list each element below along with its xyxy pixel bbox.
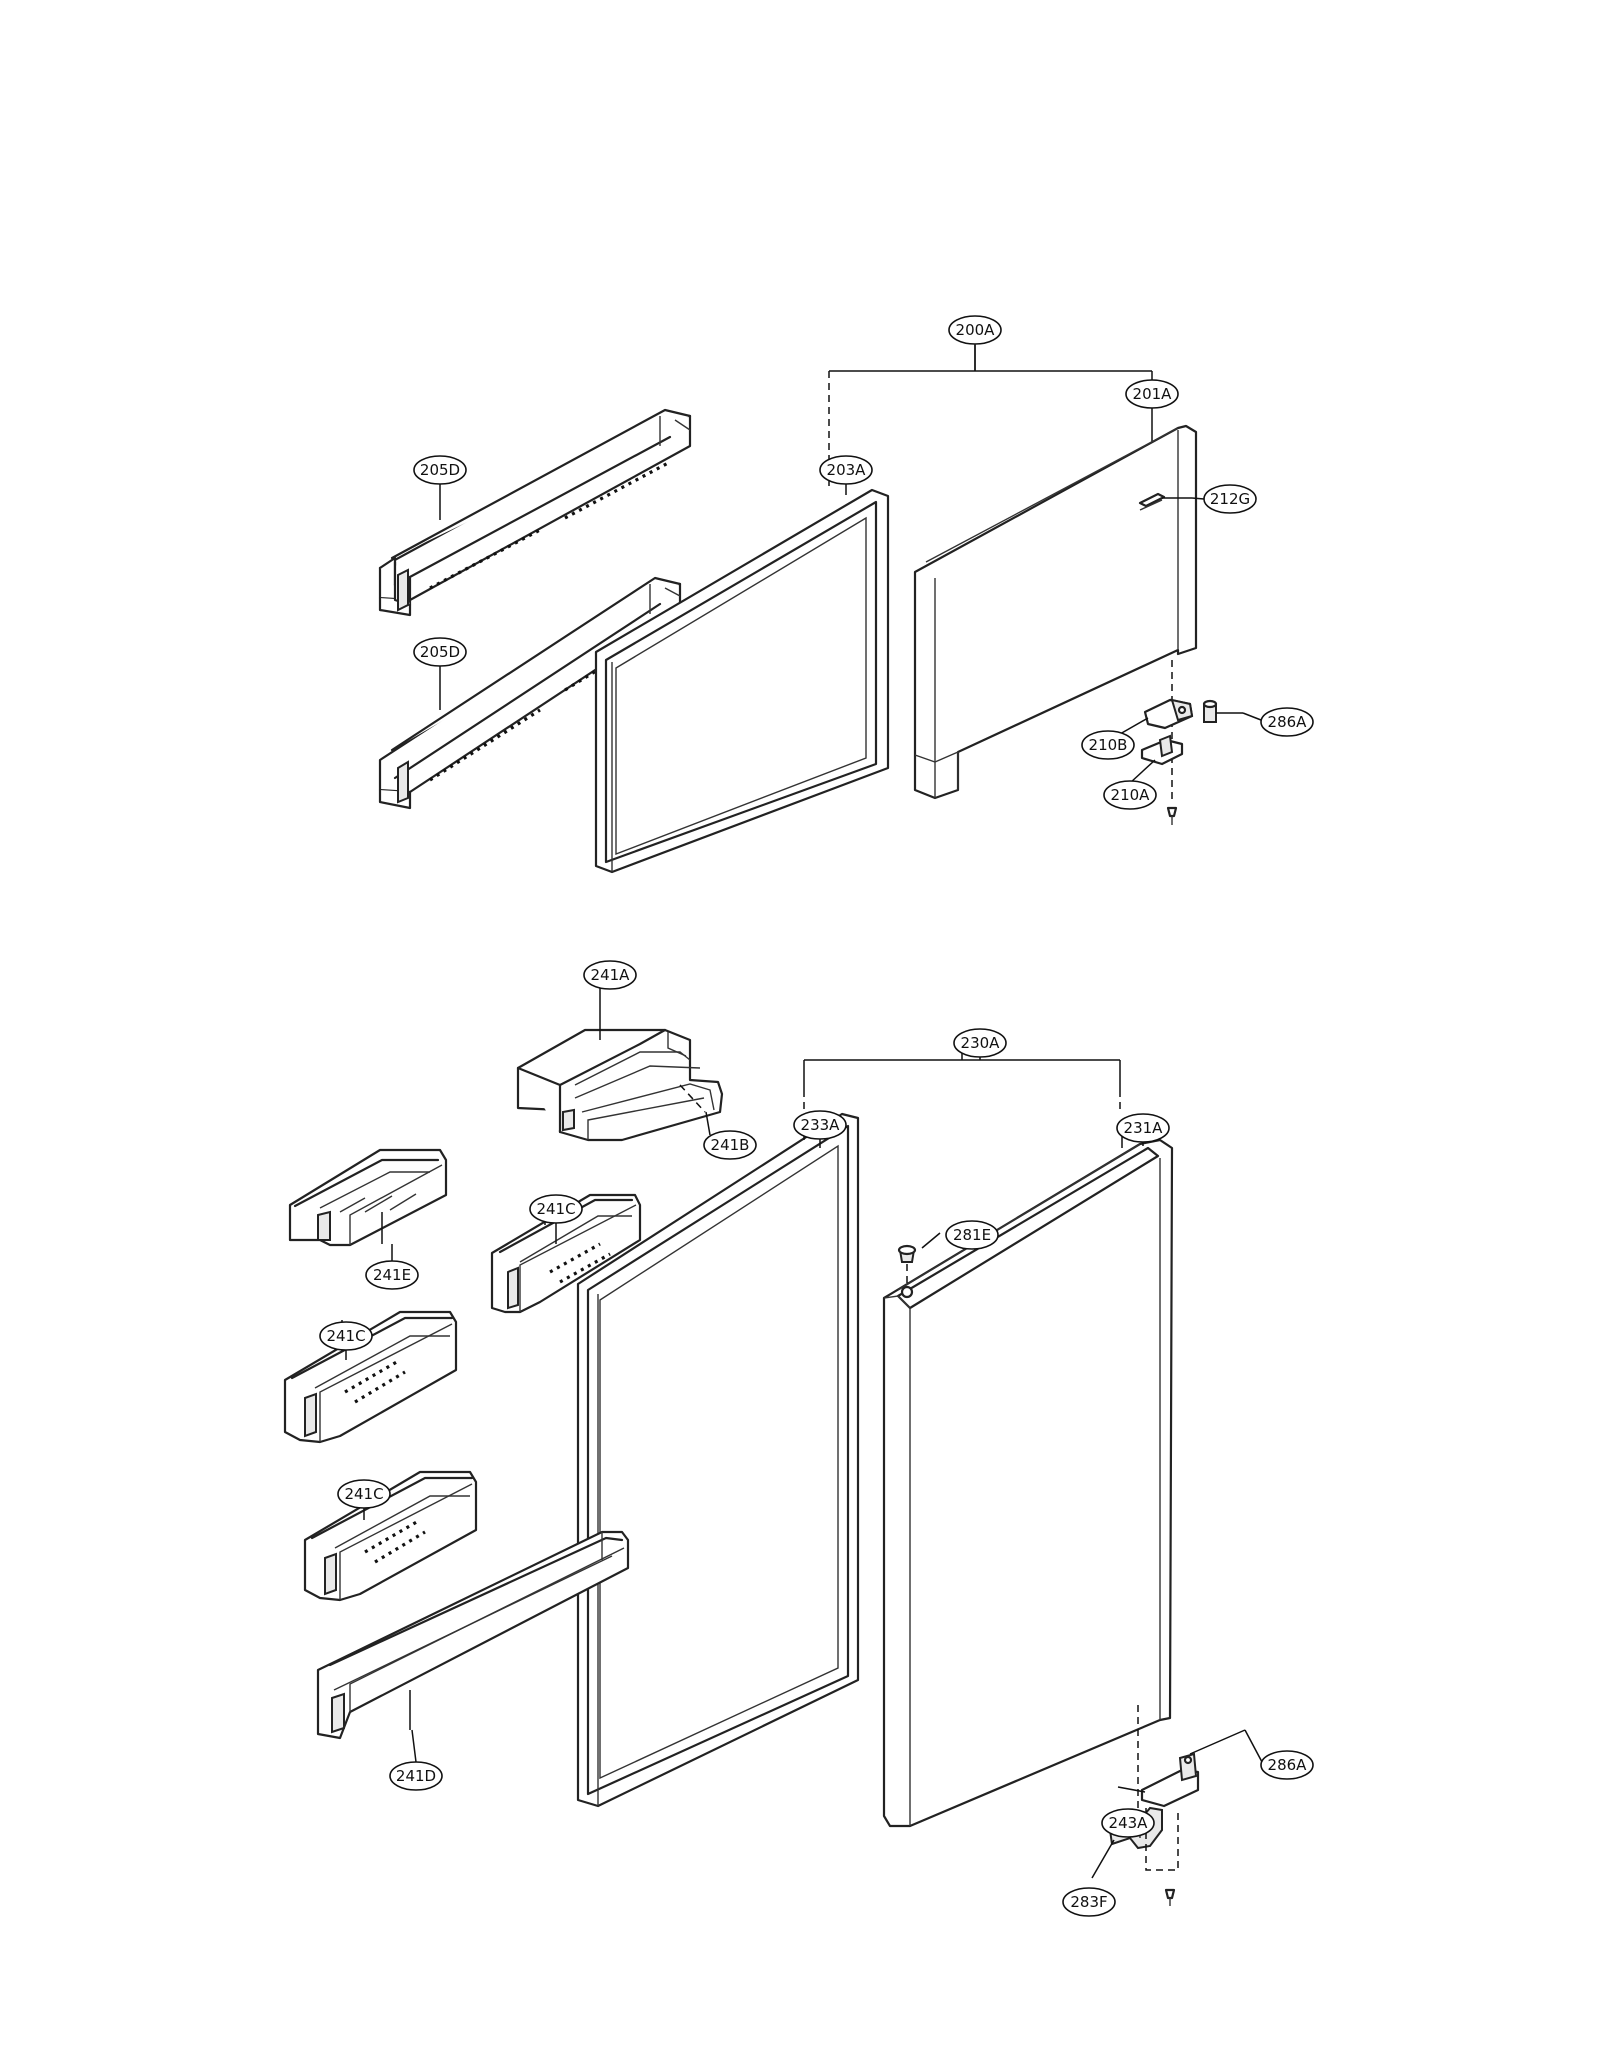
leader-286a-bottom-stem: [1244, 1729, 1263, 1763]
leader-210b: [1119, 717, 1149, 735]
callout-230a: 230A: [953, 1028, 1007, 1058]
callout-233a: 233A: [793, 1110, 847, 1140]
svg-text:210A: 210A: [1111, 786, 1151, 804]
svg-text:233A: 233A: [801, 1116, 841, 1134]
leader-210a: [1129, 759, 1156, 784]
svg-text:241D: 241D: [396, 1767, 436, 1785]
bushing-286a-top: [1202, 699, 1218, 723]
fridge-door-section: [283, 987, 1246, 1906]
svg-text:283F: 283F: [1070, 1893, 1107, 1911]
door-basket-241c-center: [490, 1193, 642, 1314]
callout-205d-lower: 205D: [413, 637, 467, 667]
door-shelf-205d-lower: [378, 576, 682, 810]
svg-text:231A: 231A: [1124, 1119, 1164, 1137]
callout-241c-left-upper: 241C: [319, 1321, 373, 1351]
leader-241b-tail: [705, 1111, 711, 1136]
callout-200a: 200A: [948, 315, 1002, 345]
svg-text:243A: 243A: [1109, 1814, 1149, 1832]
svg-text:230A: 230A: [961, 1034, 1001, 1052]
svg-text:212G: 212G: [1210, 490, 1250, 508]
svg-text:205D: 205D: [420, 461, 460, 479]
svg-text:241B: 241B: [711, 1136, 750, 1154]
leader-286a-bottom: [1189, 1729, 1246, 1755]
svg-text:205D: 205D: [420, 643, 460, 661]
svg-text:203A: 203A: [827, 461, 867, 479]
leader-281e: [921, 1232, 941, 1249]
screw-bottom: [1164, 1888, 1176, 1906]
leader-241d-stem: [411, 1729, 417, 1763]
callout-241d: 241D: [389, 1761, 443, 1791]
leader-286a-top-stem: [1242, 712, 1262, 721]
screw-top: [1166, 806, 1178, 825]
door-basket-241e: [288, 1148, 448, 1247]
callout-281e: 281E: [945, 1220, 999, 1250]
leader-212g-stem: [1191, 497, 1205, 500]
svg-text:241A: 241A: [591, 966, 631, 984]
cap-281e: [897, 1244, 917, 1263]
callout-210b: 210B: [1081, 730, 1135, 760]
dashed-leader-241b: [679, 1084, 706, 1113]
callout-243a: 243A: [1101, 1808, 1155, 1838]
svg-text:241C: 241C: [536, 1200, 575, 1218]
door-handle-slot: [1138, 492, 1166, 508]
callout-286a-bottom: 286A: [1260, 1750, 1314, 1780]
door-gasket-203a: [594, 488, 890, 874]
door-bin-241a: [516, 1028, 724, 1142]
svg-text:241C: 241C: [344, 1485, 383, 1503]
door-basket-241c-left-lower: [303, 1470, 478, 1602]
callout-203a: 203A: [819, 455, 873, 485]
callout-231a: 231A: [1116, 1113, 1170, 1143]
leader-283f: [1091, 1839, 1115, 1879]
callout-283f: 283F: [1062, 1887, 1116, 1917]
hinge-243a: [1140, 1752, 1200, 1808]
assembly-bracket-200a: [829, 345, 1153, 394]
svg-text:200A: 200A: [956, 321, 996, 339]
door-shelf-205d-upper: [378, 408, 692, 617]
callout-210a: 210A: [1103, 780, 1157, 810]
hinge-bracket-box: [1145, 1808, 1179, 1871]
callout-241c-left-lower: 241C: [337, 1479, 391, 1509]
leader-243a: [1117, 1786, 1146, 1793]
callout-241c-center: 241C: [529, 1194, 583, 1224]
callout-241e: 241E: [365, 1260, 419, 1290]
callout-212g: 212G: [1203, 484, 1257, 514]
svg-text:241C: 241C: [326, 1327, 365, 1345]
door-shelf-241d: [316, 1530, 630, 1740]
svg-text:286A: 286A: [1268, 1756, 1308, 1774]
hinge-210b: [1143, 698, 1194, 730]
fridge-door-231a: [882, 1138, 1174, 1828]
svg-text:281E: 281E: [953, 1226, 991, 1244]
freezer-door-section: [378, 345, 1243, 874]
door-gasket-233a: [576, 1112, 860, 1808]
callout-241a: 241A: [583, 960, 637, 990]
door-basket-241c-left-upper: [283, 1310, 458, 1444]
svg-text:241E: 241E: [373, 1266, 411, 1284]
callout-201a: 201A: [1125, 379, 1179, 409]
callout-205d-upper: 205D: [413, 455, 467, 485]
svg-text:286A: 286A: [1268, 713, 1308, 731]
hinge-210a: [1140, 734, 1184, 766]
svg-text:210B: 210B: [1089, 736, 1128, 754]
callout-286a-top: 286A: [1260, 707, 1314, 737]
svg-text:201A: 201A: [1133, 385, 1173, 403]
callout-241b: 241B: [703, 1130, 757, 1160]
freezer-door-201a: [913, 424, 1198, 800]
